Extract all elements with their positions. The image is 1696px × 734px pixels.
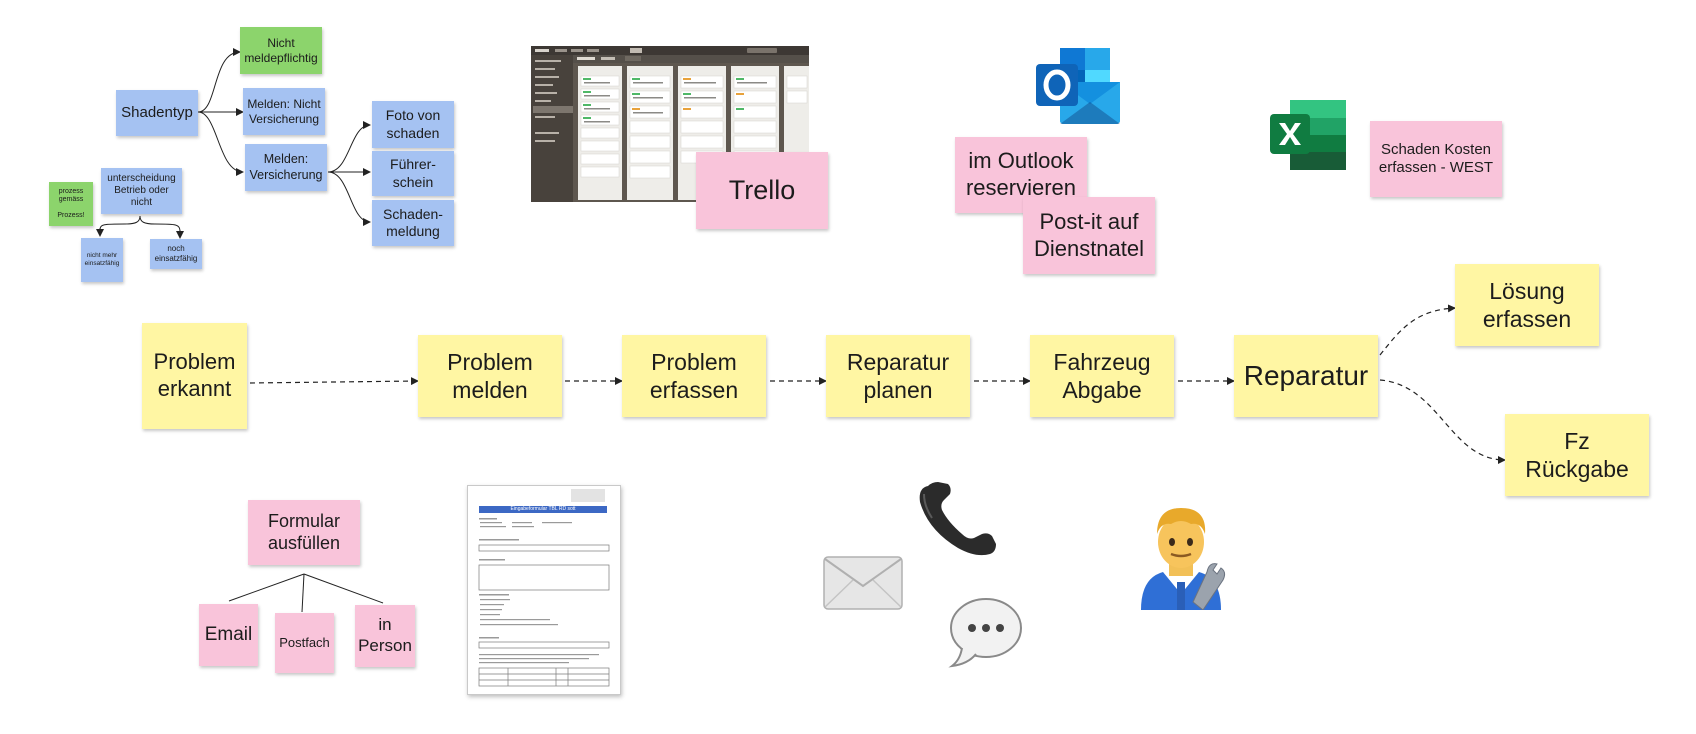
arrow-erkannt-melden xyxy=(249,377,419,386)
note-nicht-meldepflichtig[interactable]: Nicht meldepflichtig xyxy=(240,27,322,74)
note-reparatur[interactable]: Reparatur xyxy=(1234,335,1378,417)
note-reparatur-planen[interactable]: Reparatur planen xyxy=(826,335,970,417)
form-document: Eingabeformular TBL RD sott xyxy=(467,485,621,695)
note-schadenmeldung[interactable]: Schaden- meldung xyxy=(372,200,454,246)
outlook-icon xyxy=(1034,46,1120,126)
note-noch-einsatzfaehig[interactable]: noch einsatzfähig xyxy=(150,239,202,269)
note-postfach[interactable]: Postfach xyxy=(275,613,334,673)
envelope-icon xyxy=(823,556,903,610)
note-postit-dienstnatel[interactable]: Post-it auf Dienstnatel xyxy=(1023,197,1155,274)
note-trello[interactable]: Trello xyxy=(696,152,828,229)
trello-screenshot xyxy=(531,46,809,202)
arrow-reparatur-loesung xyxy=(1379,304,1456,356)
note-email[interactable]: Email xyxy=(199,604,258,666)
form-heading: Eingabeformular TBL RD sott xyxy=(479,506,607,513)
note-problem-melden[interactable]: Problem melden xyxy=(418,335,562,417)
note-foto-von-schaden[interactable]: Foto von schaden xyxy=(372,101,454,148)
note-melden-nicht-versicherung[interactable]: Melden: Nicht Versicherung xyxy=(243,88,325,135)
note-in-person[interactable]: in Person xyxy=(355,605,415,667)
arrow-reparatur-rueckgabe xyxy=(1379,379,1506,464)
note-schaden-kosten[interactable]: Schaden Kosten erfassen - WEST xyxy=(1370,121,1502,197)
note-shadentyp[interactable]: Shadentyp xyxy=(116,90,198,136)
note-outlook-reservieren[interactable]: im Outlook reservieren xyxy=(955,137,1087,213)
note-fz-rueckgabe[interactable]: Fz Rückgabe xyxy=(1505,414,1649,496)
speech-bubble-icon xyxy=(946,594,1024,668)
note-formular-ausfuellen[interactable]: Formular ausfüllen xyxy=(248,500,360,565)
note-unterscheidung[interactable]: unterscheidung Betrieb oder nicht xyxy=(101,168,182,214)
note-prozess-gemaess[interactable]: prozess gemäss Prozess! xyxy=(49,182,93,226)
note-nicht-mehr-einsatzfaehig[interactable]: nicht mehr einsatzfähig xyxy=(81,238,123,282)
note-fahrzeug-abgabe[interactable]: Fahrzeug Abgabe xyxy=(1030,335,1174,417)
note-loesung-erfassen[interactable]: Lösung erfassen xyxy=(1455,264,1599,346)
note-melden-versicherung[interactable]: Melden: Versicherung xyxy=(245,144,327,191)
phone-icon xyxy=(914,482,1002,562)
note-problem-erfassen[interactable]: Problem erfassen xyxy=(622,335,766,417)
excel-icon xyxy=(1268,98,1348,172)
note-fuehrerschein[interactable]: Führer- schein xyxy=(372,151,454,196)
mechanic-icon xyxy=(1133,502,1229,611)
note-problem-erkannt[interactable]: Problem erkannt xyxy=(142,323,247,429)
